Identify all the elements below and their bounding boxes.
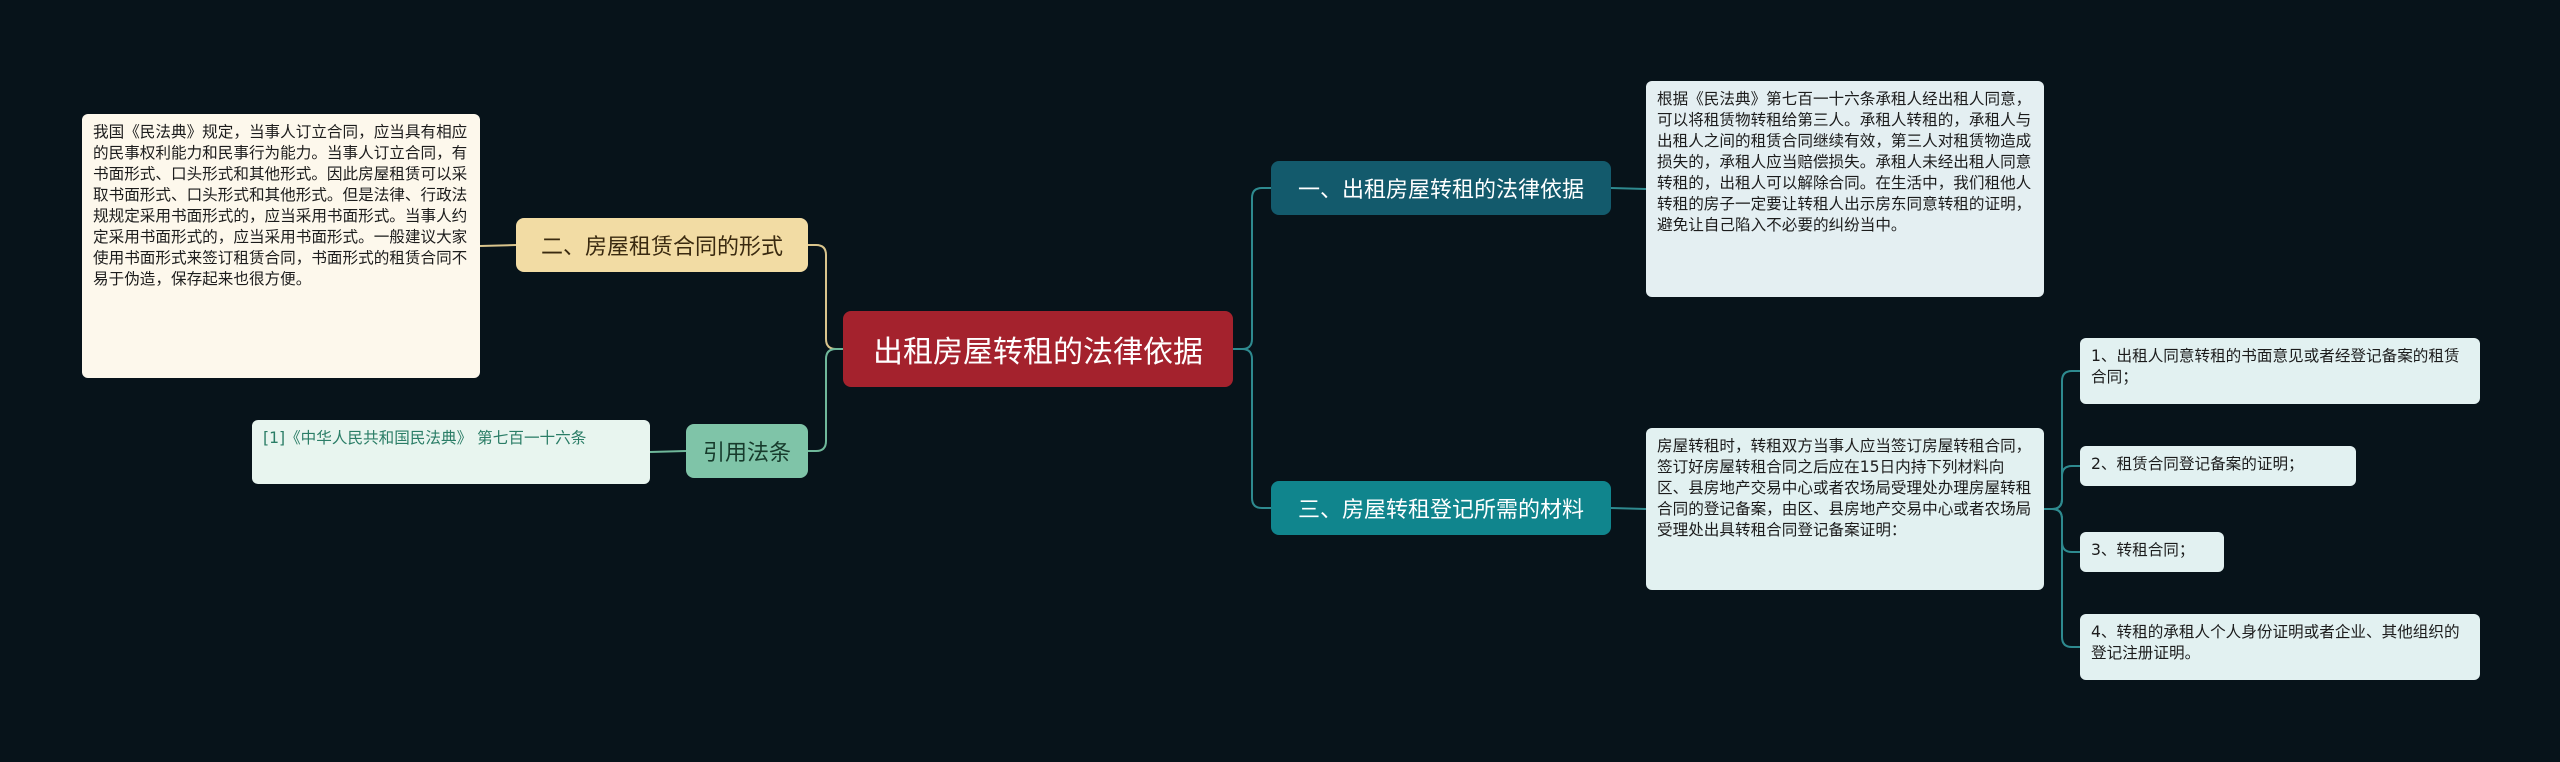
edge-root-registration (1233, 348, 1271, 509)
edge-contract-form-leaf (479, 244, 517, 247)
branch-contract-form[interactable]: 二、房屋租赁合同的形式 (516, 218, 808, 272)
branch-citation[interactable]: 引用法条 (686, 424, 808, 478)
edge-law-basis-leaf (1610, 187, 1647, 190)
leaf-material-4[interactable]: 4、转租的承租人个人身份证明或者企业、其他组织的登记注册证明。 (2080, 614, 2480, 680)
leaf-material-3[interactable]: 3、转租合同； (2080, 532, 2224, 572)
leaf-material-2[interactable]: 2、租赁合同登记备案的证明； (2080, 446, 2356, 486)
leaf-citation-text[interactable]: [1]《中华人民共和国民法典》 第七百一十六条 (252, 420, 650, 484)
edge-citation-leaf (649, 450, 687, 453)
edge-registration-leaf (1610, 507, 1647, 510)
leaf-material-1[interactable]: 1、出租人同意转租的书面意见或者经登记备案的租赁合同； (2080, 338, 2480, 404)
leaf-contract-form-text[interactable]: 我国《民法典》规定，当事人订立合同，应当具有相应的民事权利能力和民事行为能力。当… (82, 114, 480, 378)
edge-material-4 (2044, 508, 2080, 648)
leaf-law-basis-text[interactable]: 根据《民法典》第七百一十六条承租人经出租人同意，可以将租赁物转租给第三人。承租人… (1646, 81, 2044, 297)
edge-material-2 (2044, 465, 2080, 510)
edge-root-citation (808, 348, 843, 452)
branch-registration-materials[interactable]: 三、房屋转租登记所需的材料 (1271, 481, 1611, 535)
leaf-registration-text[interactable]: 房屋转租时，转租双方当事人应当签订房屋转租合同，签订好房屋转租合同之后应在15日… (1646, 428, 2044, 590)
edge-root-contract-form (808, 244, 843, 350)
branch-law-basis[interactable]: 一、出租房屋转租的法律依据 (1271, 161, 1611, 215)
root-topic[interactable]: 出租房屋转租的法律依据 (843, 311, 1233, 387)
edge-root-law-basis (1233, 187, 1271, 350)
